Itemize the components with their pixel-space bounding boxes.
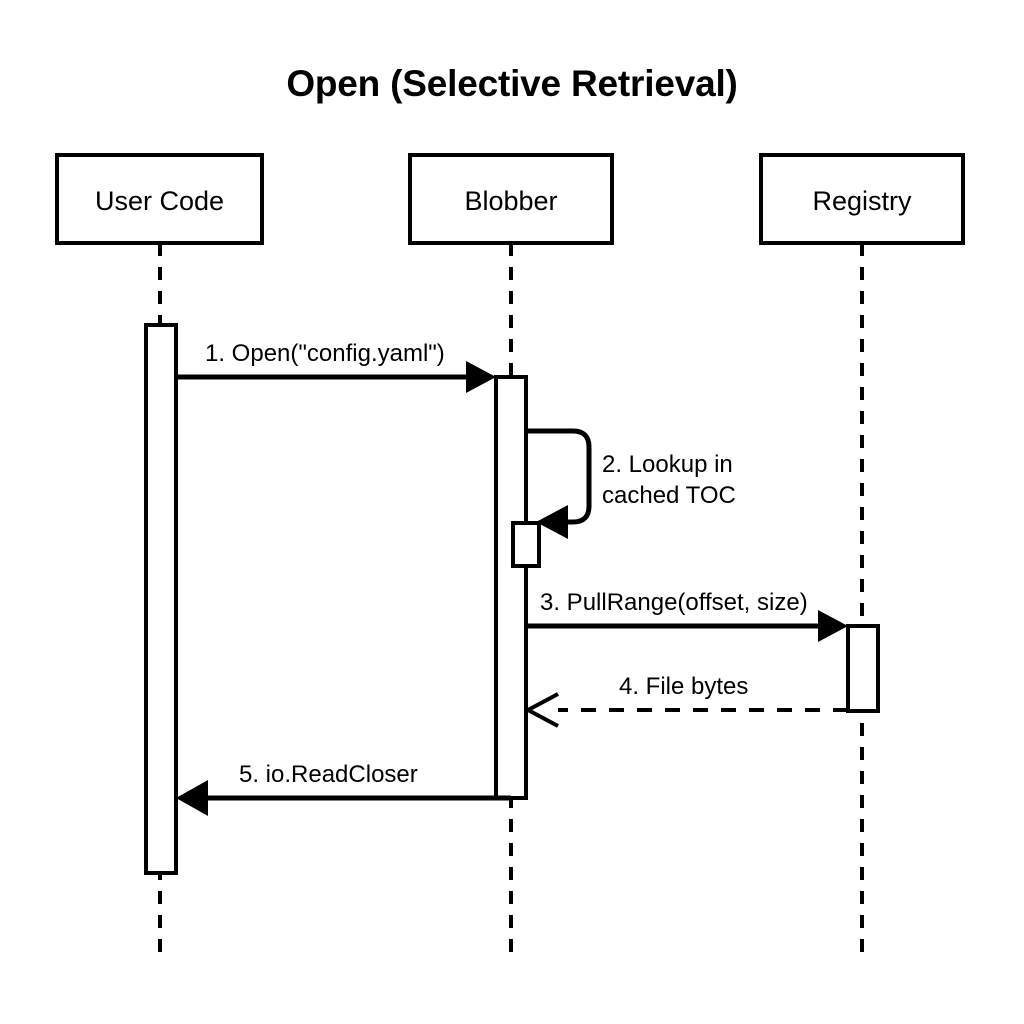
diagram-title: Open (Selective Retrieval) <box>286 63 737 104</box>
message-4-arrowhead-open <box>523 692 559 728</box>
message-5-arrowhead-filled <box>176 780 208 816</box>
message-1-open[interactable]: 1. Open("config.yaml") <box>176 340 496 393</box>
activation-bar-user-code <box>144 323 178 875</box>
message-5-io-readcloser[interactable]: 5. io.ReadCloser <box>176 761 511 816</box>
participant-user-code[interactable]: User Code <box>55 153 264 245</box>
message-4-label: 4. File bytes <box>619 673 748 700</box>
participant-label-registry: Registry <box>812 186 912 216</box>
message-3-arrowhead-filled <box>818 610 848 642</box>
message-2-lookup-self-loop[interactable]: 2. Lookup in cached TOC <box>526 428 736 539</box>
message-2-loop-path <box>526 428 592 525</box>
message-2-label-line1: 2. Lookup in <box>602 451 733 478</box>
activation-bar-blobber <box>494 375 528 800</box>
message-1-label: 1. Open("config.yaml") <box>205 340 445 367</box>
message-3-label: 3. PullRange(offset, size) <box>540 589 808 616</box>
participant-box-blobber[interactable] <box>408 153 614 245</box>
participant-box-user-code[interactable] <box>55 153 264 245</box>
participant-label-blobber: Blobber <box>464 186 557 216</box>
activation-bar-blobber-nested <box>511 521 541 568</box>
message-5-label: 5. io.ReadCloser <box>239 761 418 788</box>
message-3-pullrange[interactable]: 3. PullRange(offset, size) <box>526 589 848 642</box>
participant-label-user-code: User Code <box>95 186 224 216</box>
message-2-arrowhead-filled <box>536 505 568 539</box>
message-2-label-line2: cached TOC <box>602 482 736 509</box>
message-1-arrowhead-filled <box>466 361 496 393</box>
participant-registry[interactable]: Registry <box>759 153 965 245</box>
participant-blobber[interactable]: Blobber <box>408 153 614 245</box>
message-4-file-bytes[interactable]: 4. File bytes <box>523 673 848 728</box>
activation-bar-registry <box>846 624 880 713</box>
participant-box-registry[interactable] <box>759 153 965 245</box>
